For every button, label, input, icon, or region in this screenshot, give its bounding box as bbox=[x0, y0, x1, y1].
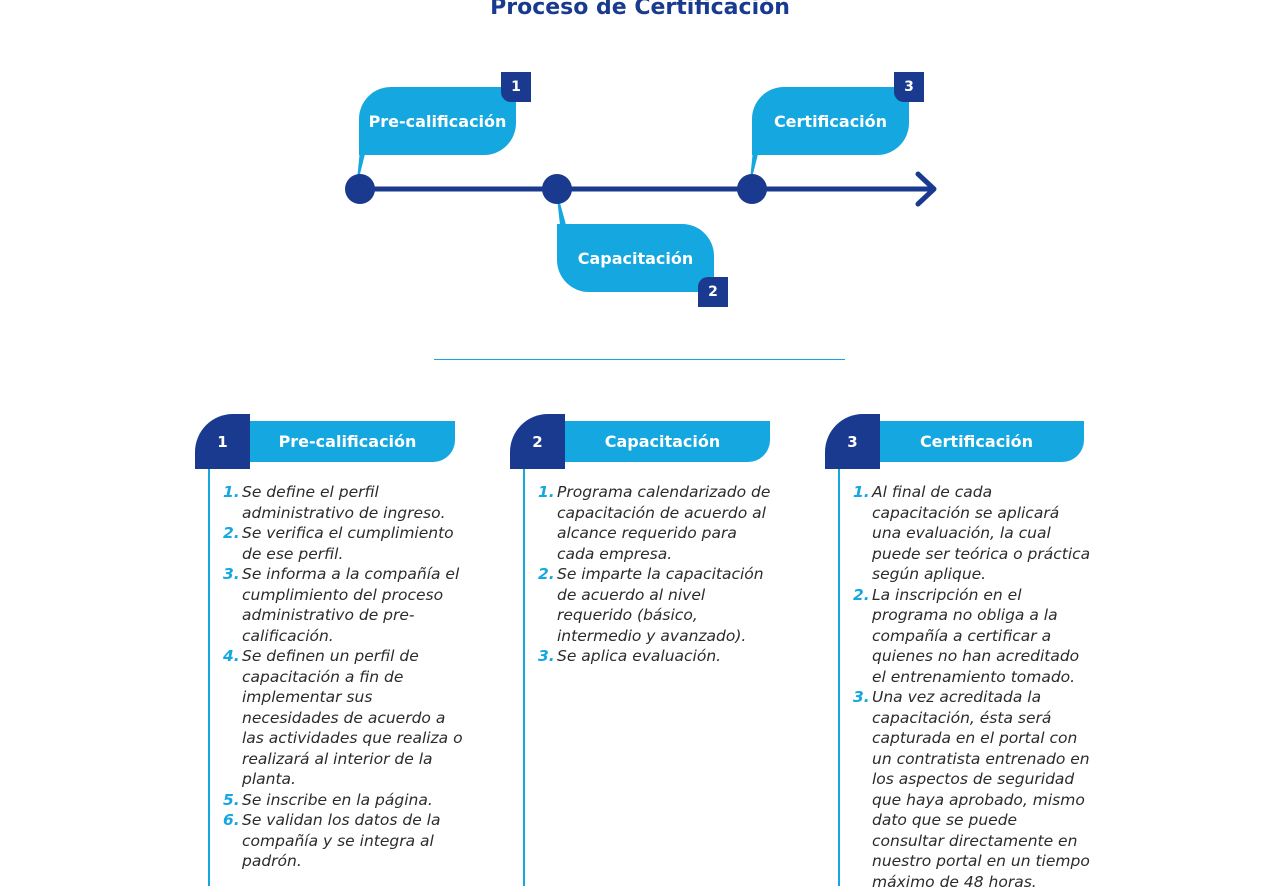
card-2-header: Capacitación bbox=[555, 421, 770, 462]
list-item: 3.Se aplica evaluación. bbox=[538, 647, 722, 665]
timeline-node-3 bbox=[737, 174, 767, 204]
timeline-stage-1-label: Pre-calificación bbox=[368, 111, 507, 131]
timeline-stage-3: Certificación bbox=[752, 87, 909, 155]
card-1-list: 1.Se define el perfil administrativo de … bbox=[223, 482, 463, 872]
card-1-title: Pre-calificación bbox=[278, 432, 417, 451]
list-item: 2.La inscripción en el programa no oblig… bbox=[853, 585, 1080, 686]
section-divider bbox=[434, 359, 845, 360]
timeline-stage-3-label: Certificación bbox=[773, 111, 888, 131]
card-2-line bbox=[523, 462, 525, 886]
card-3-title: Certificación bbox=[919, 432, 1034, 451]
card-3-number: 3 bbox=[825, 414, 880, 469]
timeline-stage-2-label: Capacitación bbox=[577, 248, 694, 268]
timeline-stage-2: Capacitación bbox=[557, 224, 714, 292]
card-3-header: Certificación bbox=[869, 421, 1084, 462]
list-item: 2.Se imparte la capacitación de acuerdo … bbox=[538, 565, 764, 645]
timeline-stage-1: Pre-calificación bbox=[359, 87, 516, 155]
timeline-node-2 bbox=[542, 174, 572, 204]
arrow-head-icon bbox=[915, 171, 937, 207]
list-item: 6.Se validan los datos de la compañía y … bbox=[223, 811, 441, 870]
list-item: 3.Se informa a la compañía el cumplimien… bbox=[223, 565, 460, 645]
list-item: 4.Se definen un perfil de capacitación a… bbox=[223, 647, 463, 788]
list-item: 1.Al final de cada capacitación se aplic… bbox=[853, 483, 1091, 583]
card-1-header: Pre-calificación bbox=[240, 421, 455, 462]
list-item: 1.Se define el perfil administrativo de … bbox=[223, 483, 446, 522]
card-1-line bbox=[208, 462, 210, 886]
page-title: Proceso de Certificación bbox=[490, 0, 790, 20]
list-item: 1.Programa calendarizado de capacitación… bbox=[538, 483, 771, 563]
timeline-stage-2-badge: 2 bbox=[698, 277, 728, 307]
card-3-list: 1.Al final de cada capacitación se aplic… bbox=[853, 482, 1093, 892]
list-item: 3.Una vez acreditada la capacitación, és… bbox=[853, 688, 1090, 891]
timeline-node-1 bbox=[345, 174, 375, 204]
card-2-title: Capacitación bbox=[604, 432, 721, 451]
list-item: 2.Se verifica el cumplimiento de ese per… bbox=[223, 524, 454, 563]
timeline-stage-3-badge: 3 bbox=[894, 72, 924, 102]
timeline-stage-1-badge: 1 bbox=[501, 72, 531, 102]
card-3-line bbox=[838, 462, 840, 886]
card-2-list: 1.Programa calendarizado de capacitación… bbox=[538, 482, 778, 667]
list-item: 5.Se inscribe en la página. bbox=[223, 790, 433, 809]
